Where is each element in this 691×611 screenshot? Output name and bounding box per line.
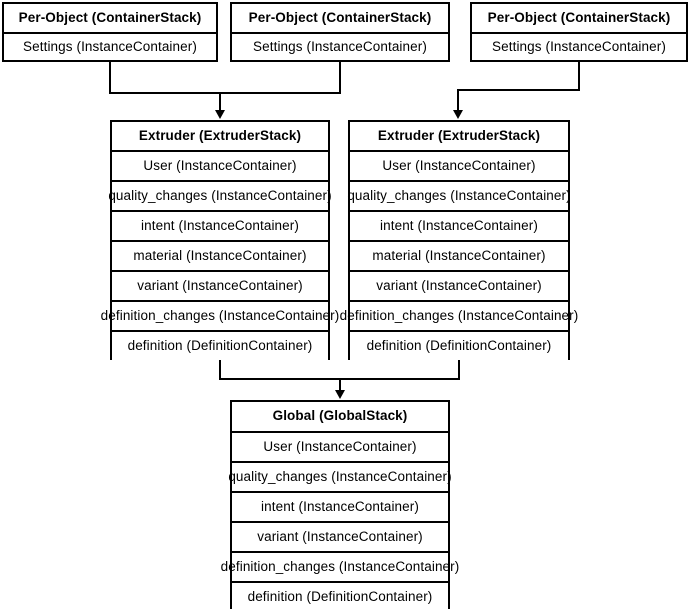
node-per-object-3[interactable]: Per-Object (ContainerStack) Settings (In… bbox=[470, 2, 688, 62]
edge-per-object-2-drop bbox=[339, 62, 341, 94]
edge-global-feed bbox=[339, 378, 341, 392]
node-header: Global (GlobalStack) bbox=[232, 402, 448, 431]
node-row: variant (InstanceContainer) bbox=[350, 270, 568, 300]
edge-per-object-3-drop bbox=[578, 62, 580, 91]
node-row: definition (DefinitionContainer) bbox=[232, 581, 448, 611]
edge-extruder-1-drop bbox=[219, 360, 221, 380]
node-row: definition_changes (InstanceContainer) bbox=[221, 551, 459, 581]
node-row: definition (DefinitionContainer) bbox=[350, 330, 568, 360]
node-row: variant (InstanceContainer) bbox=[232, 521, 448, 551]
edge-extruder-2-drop bbox=[458, 360, 460, 380]
node-row: definition_changes (InstanceContainer) bbox=[340, 300, 578, 330]
node-row: quality_changes (InstanceContainer) bbox=[347, 180, 571, 210]
node-extruder-2[interactable]: Extruder (ExtruderStack) User (InstanceC… bbox=[340, 120, 578, 360]
node-header: Per-Object (ContainerStack) bbox=[4, 4, 216, 32]
node-row: quality_changes (InstanceContainer) bbox=[228, 461, 452, 491]
node-header: Extruder (ExtruderStack) bbox=[112, 122, 328, 150]
edge-extruder-2-feed bbox=[457, 89, 459, 112]
node-row: material (InstanceContainer) bbox=[112, 240, 328, 270]
node-row: intent (InstanceContainer) bbox=[350, 210, 568, 240]
node-header: Per-Object (ContainerStack) bbox=[472, 4, 686, 32]
node-row: User (InstanceContainer) bbox=[350, 150, 568, 180]
node-per-object-2[interactable]: Per-Object (ContainerStack) Settings (In… bbox=[230, 2, 450, 62]
node-row: material (InstanceContainer) bbox=[350, 240, 568, 270]
node-row: Settings (InstanceContainer) bbox=[232, 32, 448, 60]
node-row: definition_changes (InstanceContainer) bbox=[101, 300, 339, 330]
node-per-object-1[interactable]: Per-Object (ContainerStack) Settings (In… bbox=[2, 2, 218, 62]
node-row: variant (InstanceContainer) bbox=[112, 270, 328, 300]
node-header: Extruder (ExtruderStack) bbox=[350, 122, 568, 150]
arrow-into-extruder-1 bbox=[215, 110, 225, 119]
edge-per-object-1-drop bbox=[109, 62, 111, 94]
edge-per-object-3-bar bbox=[457, 89, 580, 91]
node-header: Per-Object (ContainerStack) bbox=[232, 4, 448, 32]
node-row: intent (InstanceContainer) bbox=[232, 491, 448, 521]
node-row: intent (InstanceContainer) bbox=[112, 210, 328, 240]
arrow-into-global bbox=[335, 390, 345, 399]
node-extruder-1[interactable]: Extruder (ExtruderStack) User (InstanceC… bbox=[101, 120, 339, 360]
node-row: User (InstanceContainer) bbox=[232, 431, 448, 461]
node-row: quality_changes (InstanceContainer) bbox=[108, 180, 332, 210]
node-row: Settings (InstanceContainer) bbox=[4, 32, 216, 60]
arrow-into-extruder-2 bbox=[453, 110, 463, 119]
edge-per-object-merge-bar bbox=[109, 92, 341, 94]
node-row: definition (DefinitionContainer) bbox=[112, 330, 328, 360]
node-row: User (InstanceContainer) bbox=[112, 150, 328, 180]
edge-extruder-1-feed bbox=[219, 92, 221, 112]
node-global[interactable]: Global (GlobalStack) User (InstanceConta… bbox=[221, 400, 459, 611]
node-row: Settings (InstanceContainer) bbox=[472, 32, 686, 60]
